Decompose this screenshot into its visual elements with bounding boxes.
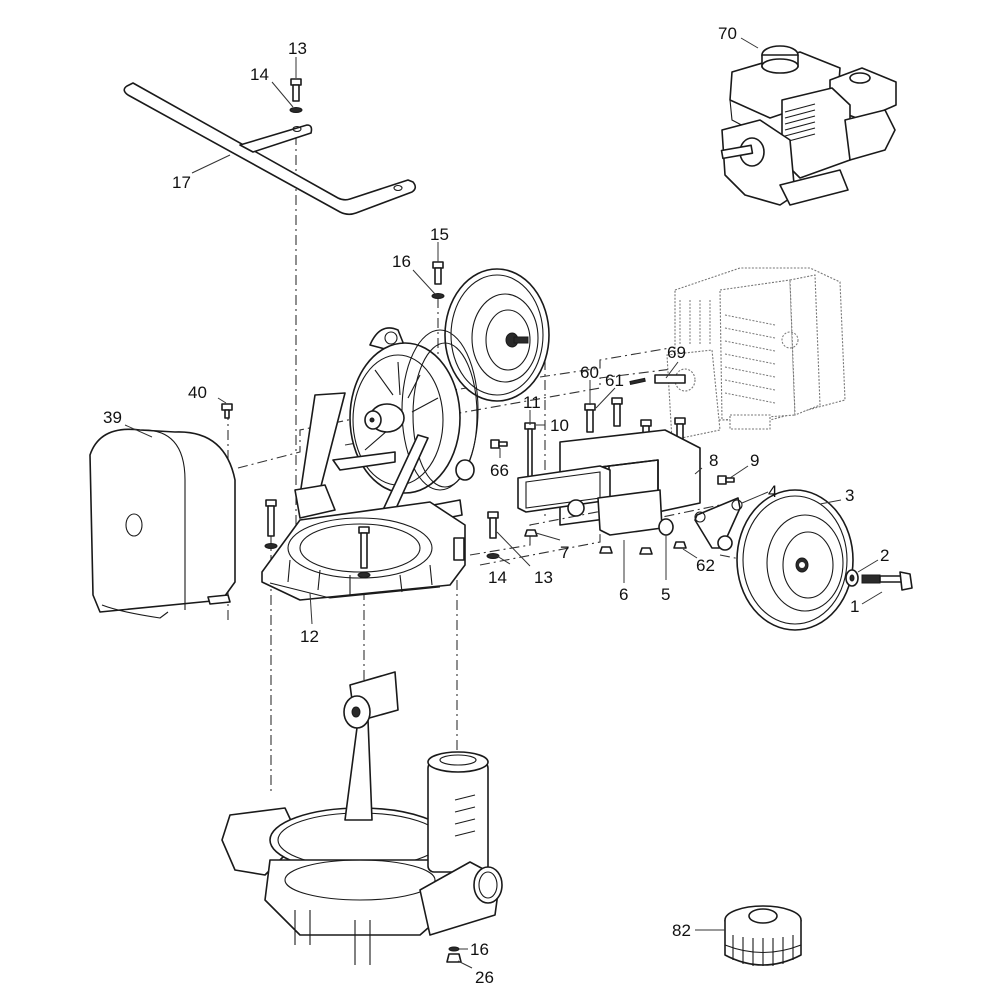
belt-guard	[89, 428, 236, 619]
engine-assembly	[720, 45, 897, 206]
callout-1: 1	[850, 597, 859, 616]
callout-60: 60	[580, 363, 599, 382]
pump-hardware	[446, 946, 462, 963]
callout-13-top: 13	[288, 39, 307, 58]
callout-7: 7	[560, 543, 569, 562]
callout-26: 26	[475, 968, 494, 987]
callout-40: 40	[188, 383, 207, 402]
callout-39: 39	[103, 408, 122, 427]
callout-70: 70	[718, 24, 737, 43]
axle-hardware	[845, 569, 913, 591]
frame-bolts	[264, 499, 500, 578]
callout-17: 17	[172, 173, 191, 192]
callout-14-top: 14	[250, 65, 269, 84]
callout-13-bottom: 13	[534, 568, 553, 587]
callout-16-bottom: 16	[470, 940, 489, 959]
callout-66: 66	[490, 461, 509, 480]
handle-bolt	[289, 78, 303, 113]
strainer	[724, 905, 802, 966]
callout-62: 62	[696, 556, 715, 575]
leader-lines	[124, 37, 883, 969]
callout-9: 9	[750, 451, 759, 470]
wheel-lower	[736, 489, 854, 631]
handle	[123, 82, 417, 216]
callout-11: 11	[523, 393, 541, 412]
callout-15: 15	[430, 225, 449, 244]
callout-8: 8	[709, 451, 718, 470]
callout-4: 4	[768, 482, 777, 501]
callout-14-bottom: 14	[488, 568, 507, 587]
guard-screw	[221, 403, 233, 419]
engine-ghost	[666, 267, 846, 441]
callout-10: 10	[550, 416, 569, 435]
callout-12: 12	[300, 627, 319, 646]
pulley-screw	[490, 439, 508, 449]
bracket-nuts	[524, 529, 687, 555]
callout-2: 2	[880, 546, 889, 565]
callout-82: 82	[672, 921, 691, 940]
callout-69: 69	[667, 343, 686, 362]
wheel-bracket	[694, 497, 743, 551]
callout-6: 6	[619, 585, 628, 604]
callout-61: 61	[605, 371, 624, 390]
wheel-bolt	[431, 261, 445, 299]
callout-3: 3	[845, 486, 854, 505]
engine-mount-bracket	[517, 429, 701, 536]
callout-labels: 13 14 17 15 16 70 69 60 61 11 10 40 39 6…	[103, 24, 889, 987]
engine-shaft	[654, 374, 686, 384]
shaft-key	[629, 377, 646, 386]
callout-16-top: 16	[392, 252, 411, 271]
callout-5: 5	[661, 585, 670, 604]
pump-housing	[221, 671, 503, 965]
wheel-upper	[444, 268, 550, 402]
